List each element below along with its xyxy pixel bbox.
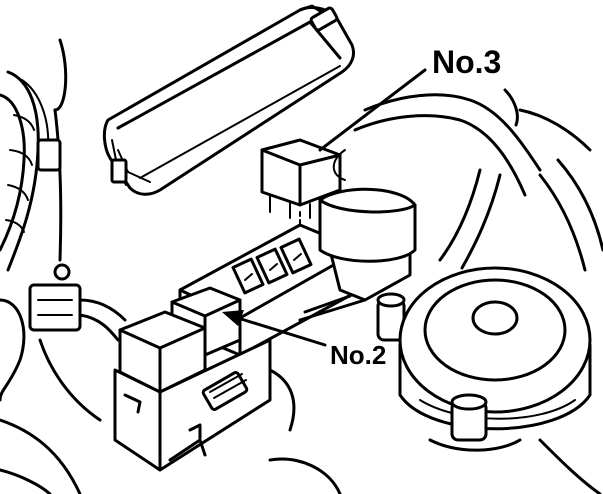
left-hoses	[0, 38, 127, 494]
no3-leader-line	[318, 68, 427, 152]
bottom-post	[428, 393, 522, 452]
relay-no3	[260, 138, 342, 219]
label-no2: No.2	[330, 340, 387, 370]
reservoir-cap	[398, 266, 592, 431]
right-hoses	[332, 88, 603, 272]
label-no3: No.3	[432, 44, 502, 80]
fuse-box-cover	[102, 4, 356, 196]
lower-lines	[0, 438, 602, 494]
reservoir	[318, 187, 417, 263]
no2-arrow	[222, 310, 327, 347]
fuse-box-body	[113, 338, 296, 472]
